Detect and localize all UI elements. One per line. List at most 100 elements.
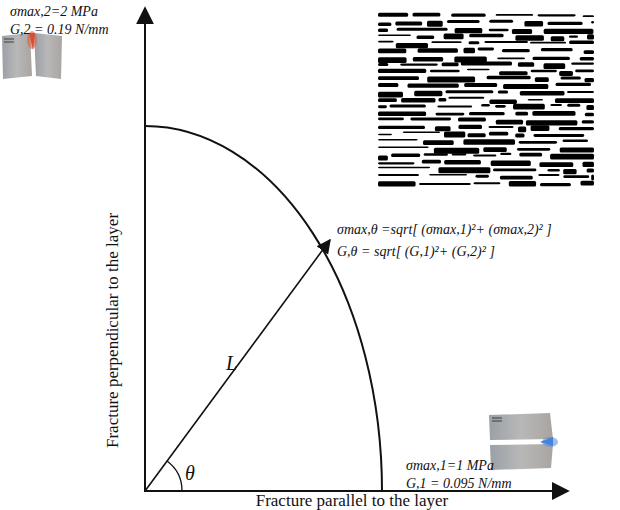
texture-stroke — [587, 34, 594, 39]
texture-stroke — [463, 139, 515, 145]
texture-stroke — [378, 41, 394, 43]
texture-stroke — [531, 125, 550, 131]
texture-stroke — [517, 148, 550, 151]
texture-stroke — [582, 120, 594, 123]
axis-title: Fracture parallel to the layer — [256, 492, 449, 510]
texture-stroke — [500, 176, 533, 180]
texture-stroke — [515, 35, 544, 40]
texture-stroke — [438, 98, 446, 102]
texture-stroke — [378, 167, 430, 169]
texture-stroke — [427, 21, 443, 27]
texture-stroke — [584, 50, 594, 54]
texture-stroke — [408, 84, 459, 88]
texture-stroke — [489, 132, 508, 136]
texture-stroke — [396, 43, 428, 48]
texture-stroke — [434, 148, 479, 154]
stress-label: σmax,2=2 MPa — [10, 4, 98, 19]
texture-stroke — [535, 77, 549, 82]
layer-texture — [376, 10, 596, 187]
texture-stroke — [518, 126, 526, 132]
texture-stroke — [484, 41, 528, 43]
texture-stroke — [481, 104, 490, 107]
texture-stroke — [429, 174, 467, 176]
angle-label: θ — [185, 462, 195, 484]
texture-stroke — [539, 162, 573, 167]
texture-stroke — [424, 153, 448, 156]
texture-stroke — [512, 29, 532, 34]
stress-label: σmax,1=1 MPa — [406, 458, 494, 473]
theta-arc — [167, 461, 182, 491]
texture-stroke — [540, 183, 571, 186]
texture-stroke — [378, 49, 406, 54]
energy-label: G,2 = 0.19 N/mm — [10, 22, 109, 37]
texture-stroke — [559, 71, 573, 76]
texture-stroke — [378, 156, 388, 161]
texture-stroke — [496, 120, 523, 125]
texture-stroke — [444, 132, 465, 138]
texture-stroke — [502, 49, 530, 52]
texture-stroke — [559, 127, 594, 130]
texture-stroke — [548, 22, 583, 25]
texture-stroke — [587, 169, 594, 173]
texture-stroke — [567, 91, 594, 93]
texture-stroke — [560, 148, 594, 153]
texture-stroke — [538, 174, 559, 176]
texture-stroke — [524, 21, 543, 27]
texture-stroke — [556, 83, 592, 86]
texture-stroke — [575, 70, 594, 73]
texture-stroke — [430, 70, 460, 73]
texture-stroke — [550, 154, 594, 160]
texture-stroke — [378, 105, 387, 108]
texture-stroke — [422, 160, 441, 164]
texture-stroke — [555, 98, 594, 103]
specimen-perpendicular — [2, 31, 62, 79]
texture-stroke — [526, 120, 578, 125]
texture-stroke — [496, 14, 534, 16]
texture-stroke — [591, 175, 594, 181]
texture-stroke — [401, 98, 435, 103]
texture-stroke — [437, 106, 472, 108]
texture-stroke — [499, 71, 527, 75]
texture-stroke — [483, 147, 507, 152]
texture-stroke — [533, 57, 570, 60]
texture-stroke — [497, 57, 525, 59]
texture-stroke — [567, 104, 580, 107]
texture-stroke — [436, 113, 465, 116]
texture-stroke — [534, 134, 585, 137]
texture-stroke — [531, 70, 557, 73]
texture-stroke — [444, 34, 464, 40]
y-axis — [144, 8, 146, 491]
texture-stroke — [489, 29, 509, 32]
texture-stroke — [513, 104, 545, 110]
texture-stroke — [378, 83, 398, 87]
texture-stroke — [378, 174, 419, 176]
texture-stroke — [427, 77, 475, 83]
texture-stroke — [563, 139, 589, 142]
texture-stroke — [417, 36, 435, 39]
texture-stroke — [410, 118, 451, 121]
texture-stroke — [489, 20, 513, 23]
energy-label: G,1 = 0.095 N/mm — [406, 476, 512, 491]
texture-stroke — [563, 175, 589, 178]
texture-stroke — [413, 57, 443, 62]
texture-stroke — [585, 78, 595, 82]
texture-stroke — [538, 14, 576, 16]
formula-label: σmax,θ =sqrt[ (σmax,1)²+ (σmax,2)² ] — [337, 222, 552, 237]
texture-stroke — [378, 57, 407, 63]
texture-stroke — [569, 41, 594, 44]
texture-stroke — [478, 48, 494, 51]
texture-stroke — [491, 161, 531, 166]
texture-stroke — [561, 77, 581, 80]
texture-stroke — [403, 132, 440, 134]
texture-stroke — [509, 181, 536, 187]
texture-stroke — [464, 83, 497, 87]
texture-stroke — [442, 62, 459, 66]
texture-stroke — [500, 153, 511, 155]
texture-stroke — [518, 62, 534, 66]
texture-stroke — [583, 162, 595, 167]
texture-stroke — [580, 57, 594, 61]
specimen-parallel — [489, 413, 558, 470]
texture-stroke — [515, 112, 528, 116]
texture-stroke — [378, 76, 419, 80]
texture-stroke — [451, 13, 486, 16]
